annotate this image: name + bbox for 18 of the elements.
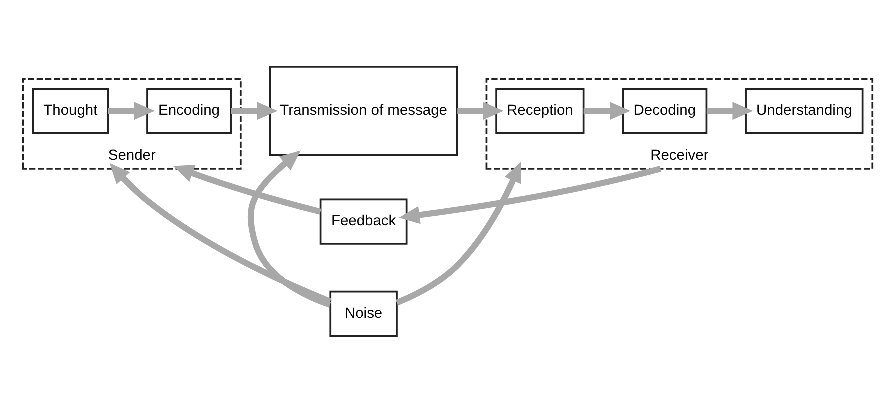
node-box: Encoding	[146, 88, 232, 134]
node-box: Thought	[32, 88, 110, 134]
node-box: Reception	[496, 88, 585, 134]
arrow	[399, 165, 662, 224]
arrow	[458, 102, 504, 120]
arrow	[110, 162, 332, 304]
arrow	[396, 161, 522, 306]
arrow	[108, 102, 155, 120]
node-box: Feedback	[320, 198, 408, 244]
node-box: Transmission of message	[269, 66, 458, 156]
arrow	[173, 164, 322, 214]
arrow	[231, 102, 278, 120]
arrow	[584, 102, 631, 120]
arrow	[706, 102, 754, 120]
node-box: Understanding	[745, 88, 864, 134]
node-box: Decoding	[622, 88, 708, 134]
arrow	[248, 150, 332, 308]
node-box: Noise	[330, 290, 398, 336]
